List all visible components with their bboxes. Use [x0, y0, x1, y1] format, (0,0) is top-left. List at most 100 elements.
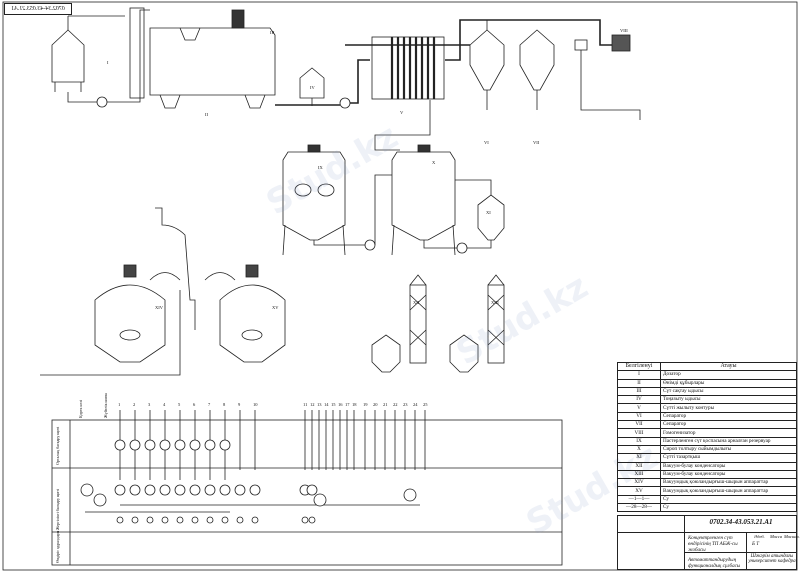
legend-name: Тоңазыту ыдысы [660, 395, 797, 405]
legend-name: Вакуумдық қоюландырғыш-шырын аппараттар [660, 478, 797, 488]
local-panel-instrument [189, 484, 201, 496]
milk-cleaner-XI [477, 194, 505, 241]
condenser-XII [409, 274, 427, 364]
equipment-tag: III [270, 30, 275, 35]
control-device [93, 493, 107, 507]
legend-name: Вакуум-булау конденсаторы [660, 461, 797, 471]
organization: Шәкәрім атындағы университет кафедра [748, 554, 796, 564]
equipment-tag: XV [272, 305, 279, 310]
legend-code: II [617, 378, 661, 388]
separator-VI [469, 20, 505, 110]
receiver-vessel [449, 334, 479, 373]
central-panel-instrument [174, 439, 186, 451]
panel-column-number: 15 [331, 402, 336, 407]
equipment-tag: VII [533, 140, 540, 145]
legend-code: XI [617, 453, 661, 463]
pump [339, 97, 351, 109]
field-device [308, 516, 316, 524]
local-panel-instrument [249, 484, 261, 496]
local-panel-instrument [174, 484, 186, 496]
central-panel-instrument [144, 439, 156, 451]
equipment-tag: II [205, 112, 208, 117]
panel-row-label: Орталық басқару щиті [55, 426, 60, 465]
central-panel-instrument [204, 439, 216, 451]
legend-code: XIV [617, 478, 661, 488]
legend-code: —1—1— [617, 494, 661, 505]
local-panel-instrument [129, 484, 141, 496]
panel-column-number: 20 [373, 402, 378, 407]
panel-side-label: Қорек көзі [78, 399, 83, 418]
control-panel-grid [51, 419, 563, 566]
panel-side-label: Жүйелік шина [103, 393, 108, 418]
legend-code: —28—28— [617, 503, 661, 513]
equipment-tag: V [400, 110, 404, 115]
central-panel-instrument [129, 439, 141, 451]
panel-column-number: 18 [352, 402, 357, 407]
pipe [40, 174, 492, 376]
col-header: Масса [770, 534, 783, 539]
field-device [236, 516, 244, 524]
panel-column-number: 1 [118, 402, 121, 407]
panel-column-number: 10 [253, 402, 258, 407]
legend-row: —28—28—Су [617, 503, 797, 513]
pipe [275, 19, 612, 106]
legend-code: VIII [617, 428, 661, 438]
col-header: Масшт. [784, 534, 800, 539]
field-device [206, 516, 214, 524]
field-device [191, 516, 199, 524]
legend-code: XV [617, 486, 661, 496]
control-device [80, 483, 94, 497]
legend-header-name: Атауы [660, 361, 797, 372]
field-device [221, 516, 229, 524]
legend-name: Су [660, 503, 797, 513]
legend-name: Вакуумдық қоюландырғыш-шырын аппараттар [660, 486, 797, 496]
vacuum-evaporator-XV [219, 264, 286, 363]
pump [364, 239, 376, 251]
homogenizer-motor-VIII [574, 34, 631, 52]
pipe [374, 50, 641, 151]
legend-code: X [617, 444, 661, 455]
dosing-tank-I [51, 15, 125, 92]
local-panel-instrument [204, 484, 216, 496]
stage: Б Т [752, 542, 759, 547]
field-device [146, 516, 154, 524]
control-device [313, 493, 327, 507]
legend-header-code: Белгіленуі [617, 361, 661, 372]
milk-storage-tank-II [129, 7, 276, 109]
legend-name: Өнімді құбырлары [660, 378, 797, 388]
panel-column-number: 4 [163, 402, 166, 407]
equipment-tag: XI [486, 210, 491, 215]
local-panel-instrument [144, 484, 156, 496]
local-panel-instrument [114, 484, 126, 496]
project-name: Концентрленген сүт өндірісінің ТП АБЖ-сы… [688, 536, 738, 553]
panel-column-number: 9 [238, 402, 241, 407]
vacuum-evaporator-XIV [94, 264, 166, 363]
panel-column-number: 5 [178, 402, 181, 407]
legend-name: Пастерленген сүт қоспасына арналған резе… [660, 436, 797, 446]
panel-column-number: 6 [193, 402, 196, 407]
control-device [403, 488, 417, 502]
legend-code: III [617, 386, 661, 397]
legend-code: XIII [617, 469, 661, 480]
panel-column-number: 19 [363, 402, 368, 407]
equipment-tag: IV [310, 85, 315, 90]
panel-column-number: 21 [383, 402, 388, 407]
panel-column-number: 24 [413, 402, 418, 407]
syrup-tank-X [391, 144, 456, 256]
local-panel-instrument [234, 484, 246, 496]
title-block: 0702.34-43.053.21.A1 Концентрленген сүт … [617, 515, 800, 570]
col-header: Әдеб. [754, 534, 765, 539]
sheet-title: Автоматтандырудың функционалдық сұлбасы [688, 558, 741, 569]
equipment-tag: VI [484, 140, 489, 145]
legend-code: IX [617, 436, 661, 446]
local-panel-instrument [306, 484, 318, 496]
